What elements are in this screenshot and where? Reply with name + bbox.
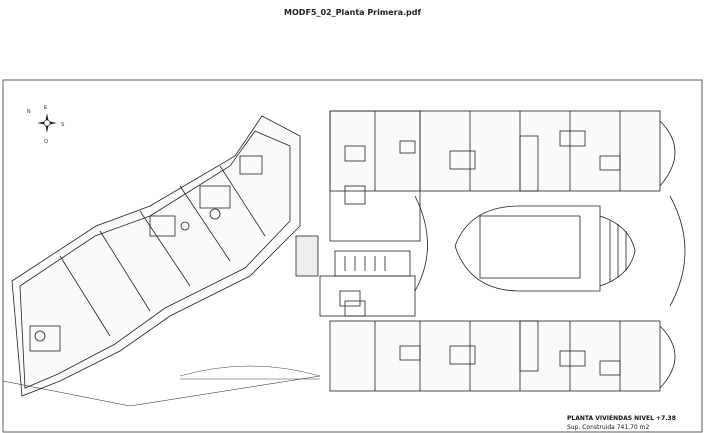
upper-right-wing (329, 110, 676, 242)
lower-right-wing (329, 300, 676, 392)
compass-label-n: N (27, 109, 31, 115)
pool (414, 195, 686, 307)
compass-label-w: O (44, 139, 48, 145)
left-wing (2, 115, 321, 407)
plan-subtitle: Sup. Construida 741.70 m2 (567, 424, 650, 431)
drawing-sheet[interactable]: N S E O (0, 76, 705, 433)
compass-label-s: S (61, 122, 65, 128)
compass-icon: N S E O (27, 105, 65, 145)
plan-title: PLANTA VIVIENDAS NIVEL +7.38 (567, 415, 676, 422)
central-core (295, 235, 416, 317)
document-title: MODF5_02_Planta Primera.pdf (284, 8, 421, 17)
floor-plan: N S E O (2, 79, 703, 433)
plan-title-block: PLANTA VIVIENDAS NIVEL +7.38 Sup. Constr… (567, 414, 676, 432)
compass-label-e: E (44, 105, 48, 111)
